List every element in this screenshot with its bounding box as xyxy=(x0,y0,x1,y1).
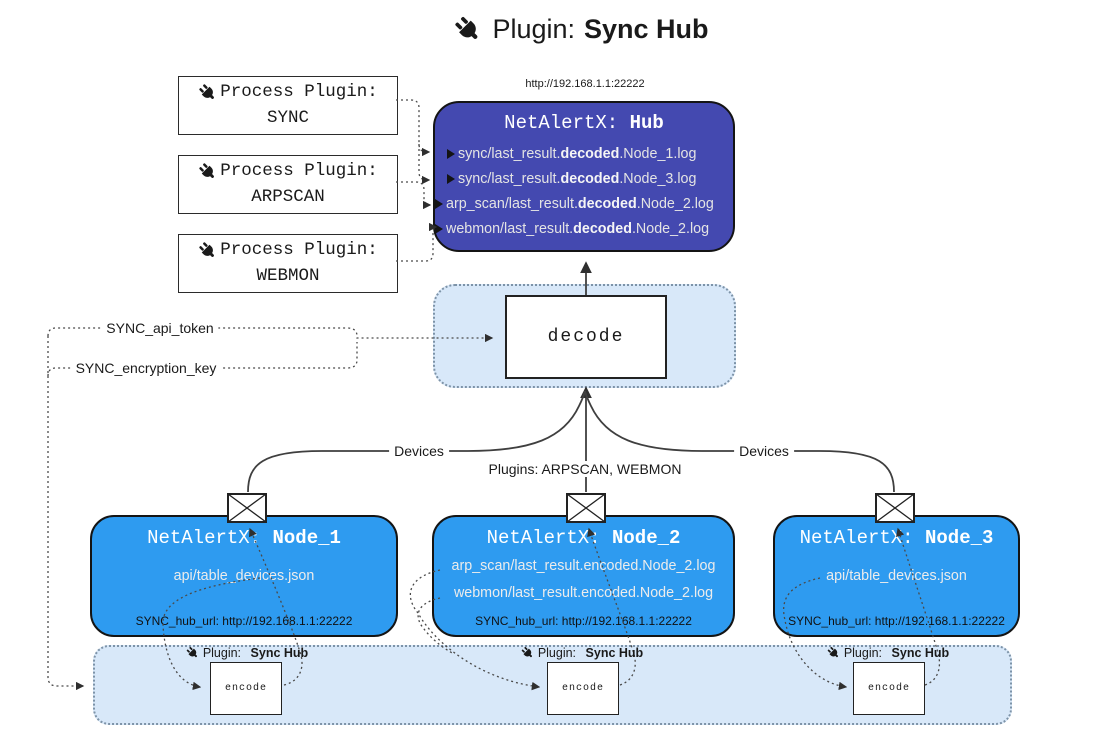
node-1: NetAlertX: Node_1 api/table_devices.json… xyxy=(90,515,398,637)
band-plugin-label: Plugin: Sync Hub xyxy=(827,646,949,660)
process-plugin-name: WEBMON xyxy=(256,265,320,286)
encode-box: encode xyxy=(210,662,282,715)
encode-box: encode xyxy=(853,662,925,715)
process-plugin-webmon: Process Plugin: WEBMON xyxy=(178,234,398,293)
node-title: NetAlertX: Node_1 xyxy=(147,527,341,549)
hub-log-line: webmon/last_result.decoded.Node_2.log xyxy=(435,216,733,241)
node-file: webmon/last_result.encoded.Node_2.log xyxy=(453,585,714,602)
band-plugin-label: Plugin: Sync Hub xyxy=(521,646,643,660)
sync-api-token-label: SYNC_api_token xyxy=(101,320,219,336)
node-hub-url: SYNC_hub_url: http://192.168.1.1:22222 xyxy=(475,614,692,628)
process-plugin-arpscan: Process Plugin: ARPSCAN xyxy=(178,155,398,214)
process-plugin-name: ARPSCAN xyxy=(251,186,325,207)
hub-title: NetAlertX: Hub xyxy=(504,112,664,134)
hub-url-label: http://192.168.1.1:22222 xyxy=(525,78,645,90)
node-title: NetAlertX: Node_2 xyxy=(486,527,681,549)
process-plugin-sync: Process Plugin: SYNC xyxy=(178,76,398,135)
hub-log-line: arp_scan/last_result.decoded.Node_2.log xyxy=(435,191,733,216)
arrow-right-icon xyxy=(435,223,443,234)
edge-sync-to-hub xyxy=(396,99,431,157)
plug-icon xyxy=(521,646,535,660)
edge-arpscan-to-hub xyxy=(396,181,432,210)
process-plugin-label: Process Plugin: xyxy=(220,161,378,182)
plug-icon xyxy=(198,241,218,261)
edge-settings-to-band xyxy=(47,336,85,691)
hub-log-line: sync/last_result.decoded.Node_1.log xyxy=(435,141,733,166)
node-3: NetAlertX: Node_3 api/table_devices.json… xyxy=(773,515,1020,637)
plug-icon xyxy=(198,162,218,182)
process-plugin-label: Process Plugin: xyxy=(220,82,378,103)
page-title-name: Sync Hub xyxy=(584,14,709,44)
node-2: NetAlertX: Node_2 arp_scan/last_result.e… xyxy=(432,515,735,637)
edge-label-devices-left: Devices xyxy=(389,443,449,459)
arrow-right-icon xyxy=(447,173,455,184)
arrow-right-icon xyxy=(447,148,455,159)
hub-node: NetAlertX: Hub sync/last_result.decoded.… xyxy=(433,101,735,252)
edge-label-plugins: Plugins: ARPSCAN, WEBMON xyxy=(483,461,687,477)
edge-label-devices-right: Devices xyxy=(734,443,794,459)
page-title: Plugin: Sync Hub xyxy=(453,14,709,45)
plug-icon xyxy=(453,15,483,45)
node-file: api/table_devices.json xyxy=(826,568,967,584)
node-hub-url: SYNC_hub_url: http://192.168.1.1:22222 xyxy=(135,614,353,628)
plug-icon xyxy=(198,83,218,103)
edge-webmon-to-hub xyxy=(396,222,438,262)
node-hub-url: SYNC_hub_url: http://192.168.1.1:22222 xyxy=(788,614,1005,628)
process-plugin-label: Process Plugin: xyxy=(220,240,378,261)
node-title: NetAlertX: Node_3 xyxy=(799,527,994,549)
page-title-prefix: Plugin: xyxy=(492,14,576,44)
arrow-right-icon xyxy=(435,198,443,209)
node-file: api/table_devices.json xyxy=(173,568,315,584)
plug-icon xyxy=(827,646,841,660)
band-plugin-label: Plugin: Sync Hub xyxy=(186,646,308,660)
encode-box: encode xyxy=(547,662,619,715)
decode-box: decode xyxy=(505,295,667,379)
edge-sync-to-hub-2 xyxy=(418,144,431,185)
node-file: arp_scan/last_result.encoded.Node_2.log xyxy=(451,558,716,574)
plug-icon xyxy=(186,646,200,660)
process-plugin-name: SYNC xyxy=(266,107,309,128)
sync-encryption-key-label: SYNC_encryption_key xyxy=(70,360,222,376)
hub-log-line: sync/last_result.decoded.Node_3.log xyxy=(435,166,733,191)
